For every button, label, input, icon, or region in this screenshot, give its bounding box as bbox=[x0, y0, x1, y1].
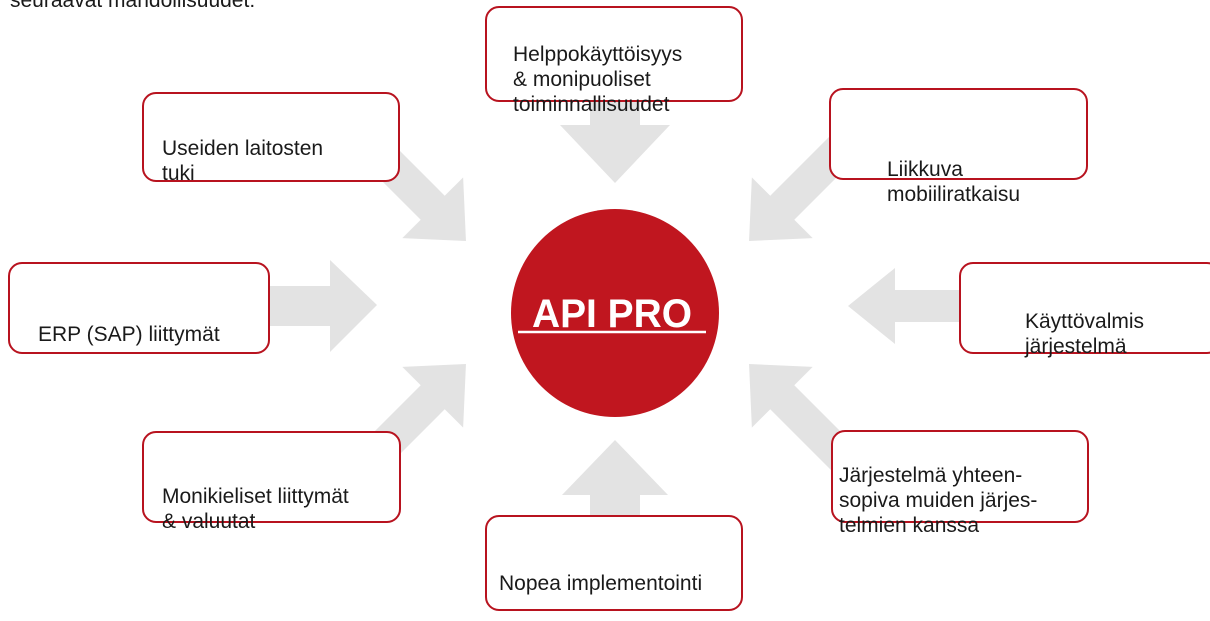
feature-label: ERP (SAP) liittymät bbox=[38, 323, 220, 346]
feature-label: Useiden laitosten tuki bbox=[162, 137, 324, 185]
arrows bbox=[270, 100, 959, 515]
feature-box-multi-site: Useiden laitosten tuki bbox=[142, 92, 400, 185]
center-circle bbox=[511, 209, 719, 417]
feature-box-mobile: Liikkuva mobiiliratkaisu bbox=[829, 88, 1088, 206]
arrow-top bbox=[560, 100, 670, 183]
feature-box-implementation: Nopea implementointi bbox=[485, 515, 743, 611]
feature-box-usability: Helppokäyttöisyys & monipuoliset toiminn… bbox=[485, 6, 743, 116]
intro-text: seuraavat mahdollisuudet: bbox=[10, 0, 256, 12]
arrow-bottom-right bbox=[749, 364, 857, 472]
arrow-left bbox=[270, 260, 377, 352]
feature-label: Käyttövalmis järjestelmä bbox=[1025, 310, 1145, 358]
feature-box-ready-to-use: Käyttövalmis järjestelmä bbox=[959, 262, 1210, 358]
arrow-bottom bbox=[562, 440, 668, 515]
feature-label: Monikieliset liittymät & valuutat bbox=[162, 485, 349, 533]
diagram-graphic: API PRO bbox=[270, 100, 959, 515]
feature-label: Järjestelmä yhteen- sopiva muiden järjes… bbox=[839, 464, 1038, 537]
feature-label: Nopea implementointi bbox=[499, 572, 703, 595]
center-logo-text: API PRO bbox=[532, 292, 692, 336]
feature-box-compatible: Järjestelmä yhteen- sopiva muiden järjes… bbox=[831, 430, 1089, 537]
feature-label: Helppokäyttöisyys & monipuoliset toiminn… bbox=[513, 43, 683, 116]
feature-box-multilingual: Monikieliset liittymät & valuutat bbox=[142, 431, 401, 533]
feature-box-erp: ERP (SAP) liittymät bbox=[8, 262, 270, 354]
feature-label: Liikkuva mobiiliratkaisu bbox=[887, 158, 1021, 206]
arrow-right bbox=[848, 268, 959, 344]
